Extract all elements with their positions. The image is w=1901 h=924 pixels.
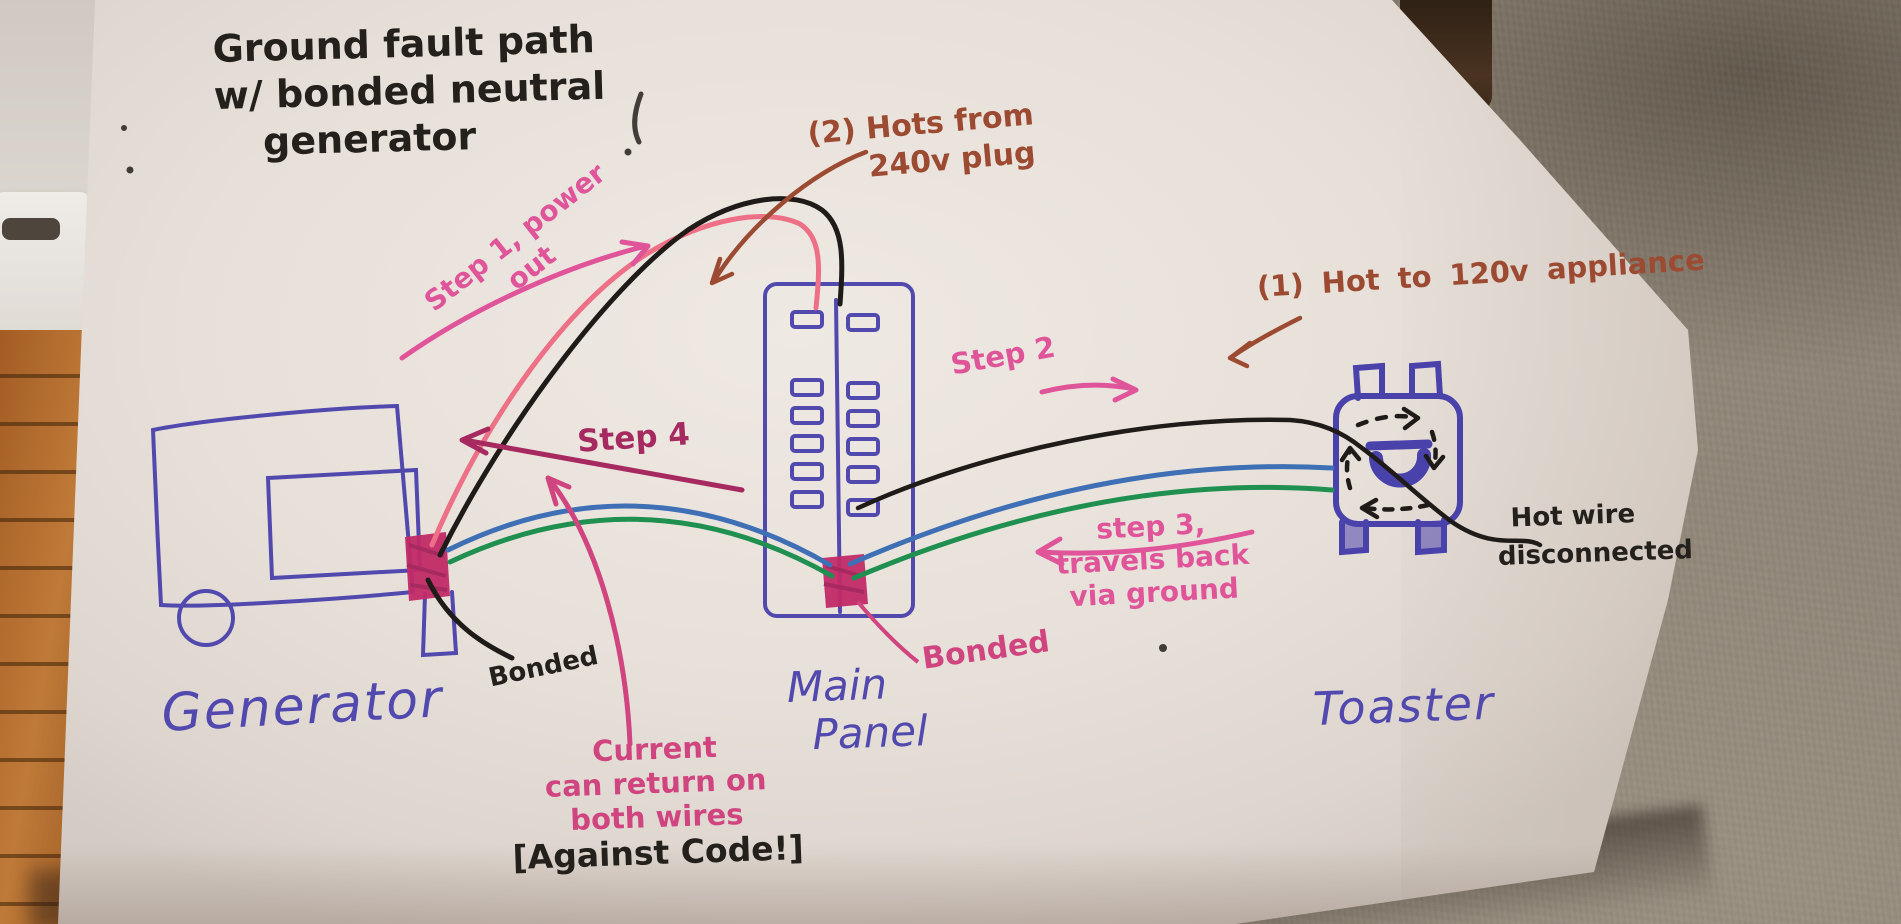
step1-arrow — [399, 239, 651, 361]
annotation-step2: Step 2 — [948, 329, 1058, 382]
annotation-hot-wire-disconnected: Hot wire disconnected — [1496, 493, 1694, 576]
breakers-left — [790, 310, 824, 509]
label-toaster: Toaster — [1312, 675, 1496, 736]
annotation-step3: step 3, travels back via ground — [1035, 504, 1270, 615]
generator-leg — [420, 590, 459, 658]
hots-240-arrow — [709, 149, 869, 286]
wire-ground-green-gen-to-panel — [447, 516, 835, 579]
hot-wire-line2: disconnected — [1497, 535, 1694, 572]
label-generator: Generator — [160, 669, 445, 744]
annotation-step1: Step 1, power out — [418, 156, 633, 345]
annotation-arrows — [399, 149, 1303, 747]
current-return-arrow — [545, 475, 633, 747]
label-panel: Panel — [811, 706, 929, 760]
label-main-panel: Main Panel — [785, 659, 929, 760]
toaster-current-arrows — [1339, 406, 1446, 520]
wire-black-gen-bond-pigtail — [425, 577, 515, 661]
stray-marks — [121, 91, 1167, 652]
annotation-bonded-panel: Bonded — [920, 624, 1052, 677]
wire-hot-black-gen-to-panel — [437, 196, 845, 558]
step3-arrow — [1035, 529, 1255, 567]
wire-hot-black-panel-to-toaster-disconnected — [855, 417, 1543, 548]
title-line3: generator — [262, 114, 477, 164]
wires — [425, 196, 1543, 661]
label-main: Main — [785, 659, 888, 712]
toaster-slot-right — [1409, 360, 1443, 399]
wire-neutral-blue-gen-to-panel — [445, 503, 833, 568]
breakers-right — [846, 313, 880, 517]
annotation-bonded-generator: Bonded — [486, 640, 601, 694]
annotation-step4: Step 4 — [576, 416, 691, 460]
hot-120-arrow — [1227, 315, 1303, 369]
toaster-foot-left — [1339, 519, 1369, 556]
step4-arrow — [459, 426, 745, 493]
annotation-current-return: Current can return on both wires [Agains… — [484, 726, 829, 878]
against-code-line: [Against Code!] — [511, 827, 805, 878]
toaster-drawing — [1333, 360, 1463, 556]
step2-arrow — [1039, 376, 1139, 403]
generator-wheel — [177, 589, 235, 647]
panel-bond-block — [822, 554, 920, 664]
radiator-slot — [2, 218, 60, 240]
radiator — [0, 192, 90, 350]
generator-bond-block — [405, 532, 450, 601]
annotation-120v: (1) Hot to 120v appliance — [1256, 242, 1706, 304]
annotation-240v: (2) Hots from 240v plug — [806, 96, 1039, 191]
wire-neutral-blue-panel-to-toaster — [847, 464, 1335, 567]
toaster-foot-right — [1415, 517, 1447, 556]
toaster-slot-left — [1352, 362, 1385, 401]
board-title: Ground fault path w/ bonded neutral gene… — [212, 16, 607, 167]
wire-ground-green-panel-to-toaster — [851, 484, 1335, 581]
